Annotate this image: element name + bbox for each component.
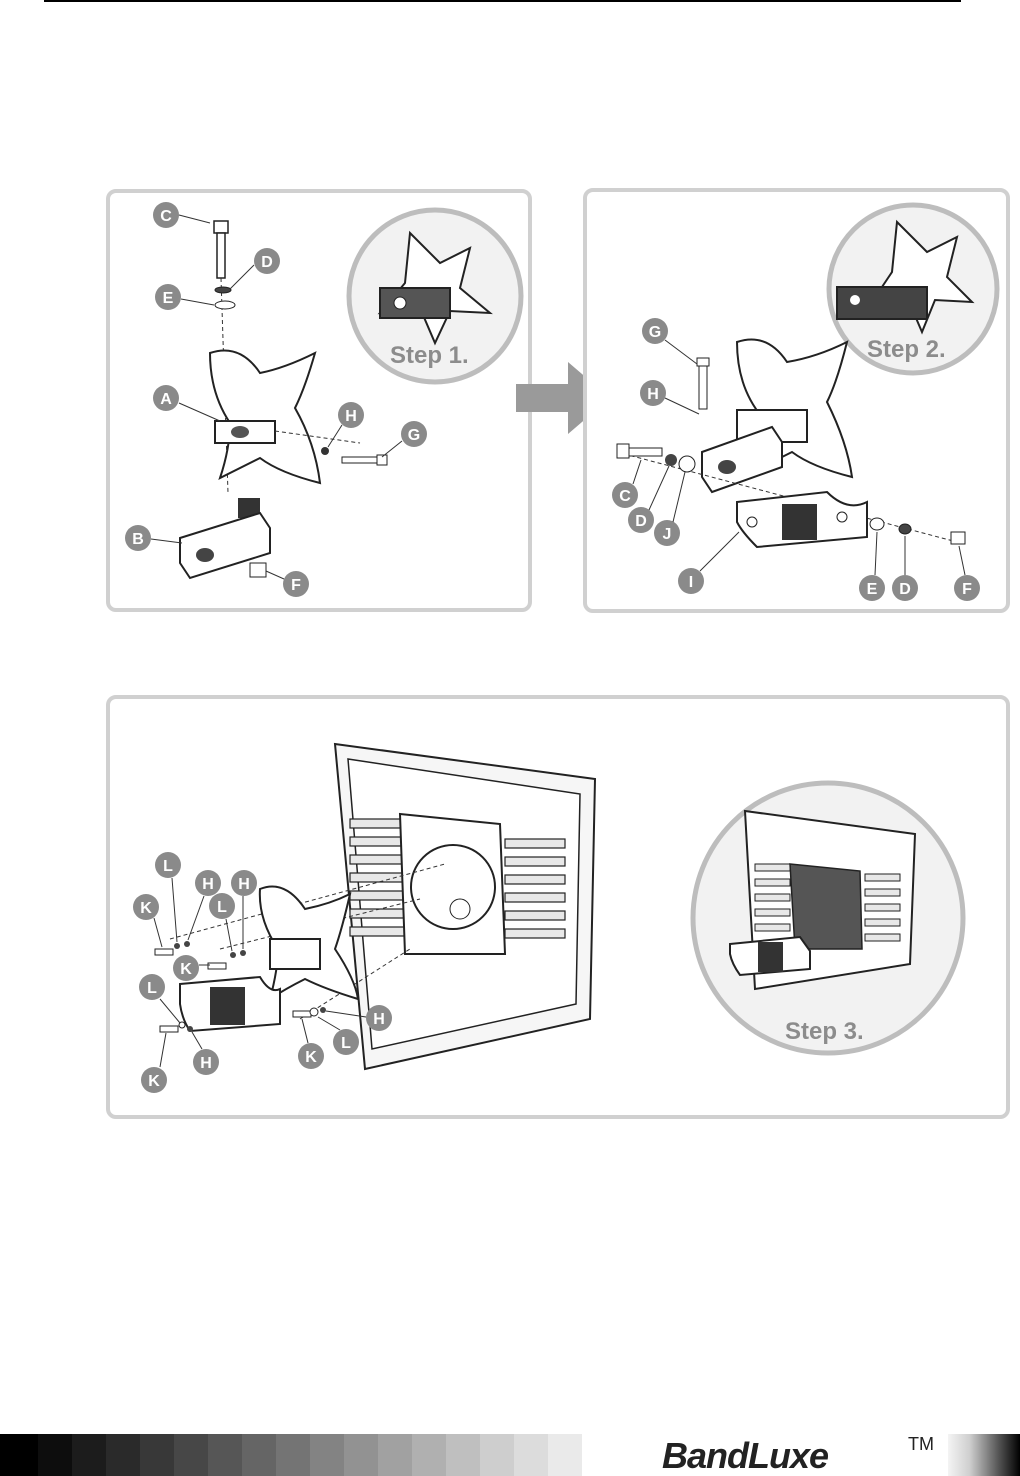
page-footer: BandLuxe TM [0, 1434, 1020, 1476]
svg-text:B: B [132, 531, 144, 548]
svg-text:C: C [160, 208, 172, 225]
callout-K: K [141, 1067, 167, 1093]
svg-text:A: A [160, 391, 172, 408]
callout-D: D [628, 507, 654, 533]
svg-text:D: D [261, 254, 273, 271]
callout-J: J [654, 520, 680, 546]
callout-G: G [642, 318, 668, 344]
callout-B: B [125, 525, 151, 551]
svg-text:H: H [345, 408, 357, 425]
svg-text:F: F [962, 581, 972, 598]
svg-text:J: J [663, 526, 672, 543]
svg-text:D: D [635, 513, 647, 530]
step3-callouts: L H H K L K L H K K L H [110, 699, 1014, 1123]
svg-text:L: L [147, 980, 157, 997]
callout-K: K [173, 955, 199, 981]
end-gradient [948, 1434, 1020, 1476]
grayscale-ramp [0, 1434, 582, 1476]
callout-K: K [298, 1043, 324, 1069]
callout-A: A [153, 385, 179, 411]
svg-text:E: E [163, 290, 174, 307]
trademark-symbol: TM [908, 1434, 934, 1455]
svg-text:K: K [180, 961, 192, 978]
callout-H: H [640, 380, 666, 406]
callout-D: D [892, 575, 918, 601]
callout-H: H [366, 1005, 392, 1031]
header-rule [44, 0, 961, 2]
callout-H: H [231, 870, 257, 896]
svg-text:H: H [238, 876, 250, 893]
step1-callouts: C D E A H G B F [110, 193, 536, 616]
callout-L: L [139, 974, 165, 1000]
svg-text:K: K [140, 900, 152, 917]
svg-text:L: L [217, 899, 227, 916]
svg-text:C: C [619, 488, 631, 505]
callout-K: K [133, 894, 159, 920]
callout-F: F [283, 571, 309, 597]
svg-text:L: L [163, 858, 173, 875]
svg-text:I: I [689, 574, 693, 591]
callout-E: E [859, 575, 885, 601]
callout-E: E [155, 284, 181, 310]
step2-callouts: G H C D J I E D F [587, 192, 1014, 617]
svg-text:F: F [291, 577, 301, 594]
callout-H: H [338, 402, 364, 428]
svg-text:H: H [202, 876, 214, 893]
step3-panel: Step 3. L H H K L K L H K K L H [106, 695, 1010, 1119]
svg-text:H: H [373, 1011, 385, 1028]
step2-panel: Step 2. G H C D J I E D [583, 188, 1010, 613]
callout-F: F [954, 575, 980, 601]
svg-text:G: G [649, 324, 661, 341]
svg-text:K: K [305, 1049, 317, 1066]
svg-text:K: K [148, 1073, 160, 1090]
callout-H: H [195, 870, 221, 896]
step1-panel: Step 1. C D E A H G B F [106, 189, 532, 612]
svg-text:L: L [341, 1035, 351, 1052]
callout-L: L [333, 1029, 359, 1055]
bandluxe-logo: BandLuxe [662, 1436, 828, 1476]
callout-L: L [209, 893, 235, 919]
callout-L: L [155, 852, 181, 878]
callout-G: G [401, 421, 427, 447]
callout-D: D [254, 248, 280, 274]
svg-text:D: D [899, 581, 911, 598]
callout-H: H [193, 1049, 219, 1075]
svg-text:H: H [200, 1055, 212, 1072]
svg-text:E: E [867, 581, 878, 598]
callout-C: C [612, 482, 638, 508]
svg-text:H: H [647, 386, 659, 403]
callout-I: I [678, 568, 704, 594]
svg-text:G: G [408, 427, 420, 444]
callout-C: C [153, 202, 179, 228]
